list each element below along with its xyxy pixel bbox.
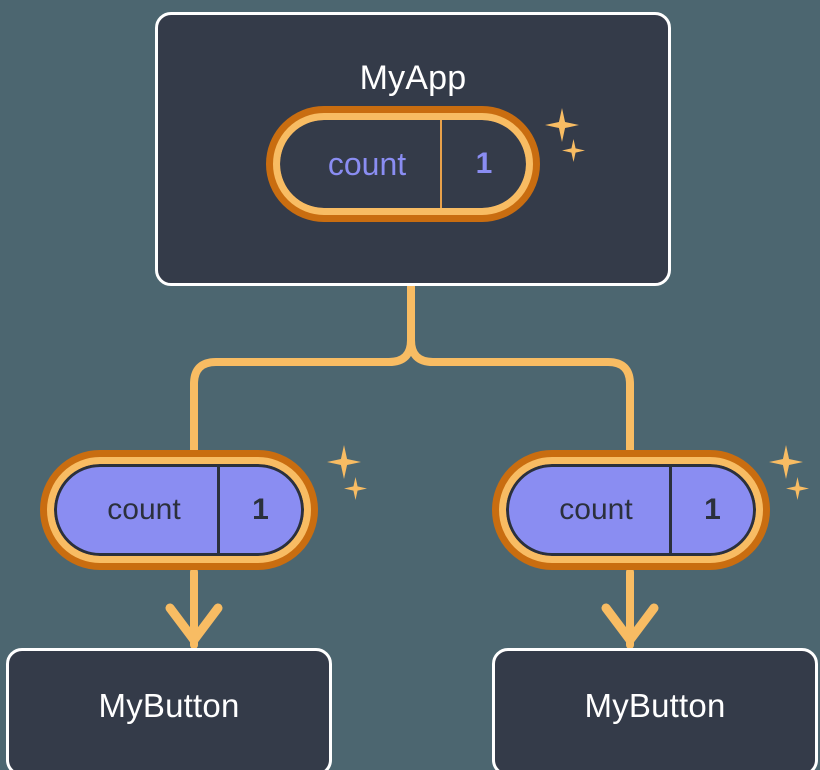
pill-inner-ring: count 1 bbox=[47, 457, 311, 563]
sparkle-icon bbox=[327, 445, 361, 479]
component-card-mybutton-left[interactable]: MyButton bbox=[6, 648, 332, 770]
component-card-mybutton-right[interactable]: MyButton bbox=[492, 648, 818, 770]
state-key-right: count bbox=[559, 493, 633, 526]
state-pill-left[interactable]: count 1 bbox=[40, 450, 318, 570]
component-label-myapp: MyApp bbox=[359, 59, 467, 97]
sparkle-icon bbox=[769, 445, 803, 479]
pill-outer-ring: count 1 bbox=[266, 106, 540, 222]
pill-body: count 1 bbox=[54, 464, 304, 556]
pill-body: count 1 bbox=[280, 120, 526, 208]
state-value-right: 1 bbox=[669, 467, 753, 553]
pill-inner-ring: count 1 bbox=[499, 457, 763, 563]
state-value-left: 1 bbox=[217, 467, 301, 553]
pill-outer-ring: count 1 bbox=[492, 450, 770, 570]
arrow-down-icon-right bbox=[601, 603, 659, 645]
state-key-myapp: count bbox=[327, 145, 407, 182]
sparkle-icon bbox=[786, 477, 809, 500]
wire-root-to-right bbox=[407, 283, 634, 455]
arrow-down-icon-left bbox=[165, 603, 223, 645]
component-label-mybutton-right: MyButton bbox=[584, 687, 726, 724]
sparkle-icon bbox=[344, 477, 367, 500]
component-label-mybutton-left: MyButton bbox=[98, 687, 240, 724]
pill-body: count 1 bbox=[506, 464, 756, 556]
component-card-myapp[interactable]: MyApp bbox=[155, 12, 671, 286]
state-key-left: count bbox=[107, 493, 181, 526]
state-value-myapp: 1 bbox=[440, 120, 526, 208]
pill-inner-ring: count 1 bbox=[273, 113, 533, 215]
wire-root-to-left bbox=[190, 283, 415, 455]
pill-outer-ring: count 1 bbox=[40, 450, 318, 570]
state-pill-right[interactable]: count 1 bbox=[492, 450, 770, 570]
state-pill-myapp[interactable]: count 1 bbox=[266, 106, 540, 222]
